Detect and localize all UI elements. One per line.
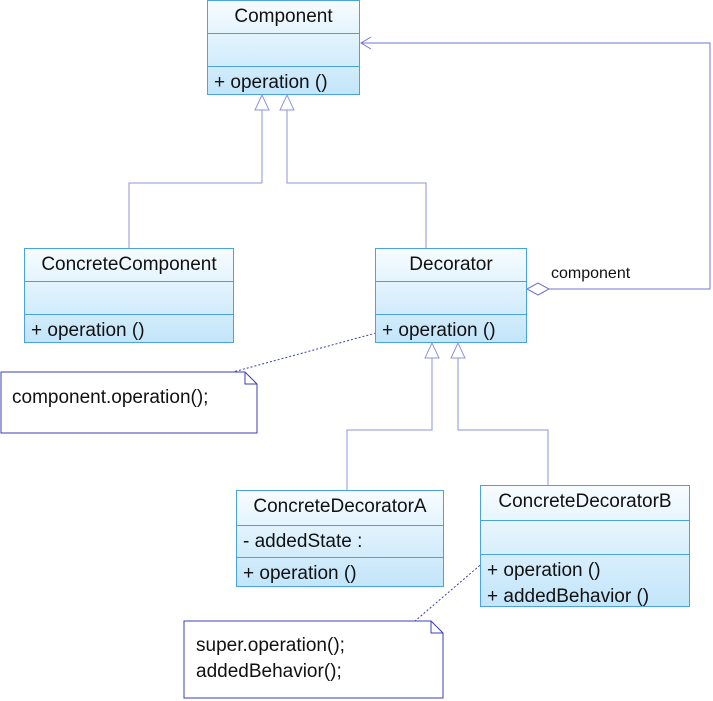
class-concrete-decorator-b[interactable]: ConcreteDecoratorB + operation () + adde… (480, 485, 690, 607)
operation-row: + operation () (382, 320, 496, 341)
attribute-row: - addedState : (243, 531, 363, 552)
operation-row: + operation () (31, 320, 145, 341)
class-concrete-decorator-a-operations: + operation () (237, 557, 443, 591)
aggregation-open-arrowhead (360, 36, 372, 50)
note-fold-decoratorb (430, 621, 443, 634)
class-concrete-component-attributes (25, 281, 233, 314)
generalization-decoratorb-to-decorator (457, 358, 549, 485)
note-decorator-b: super.operation(); addedBehavior(); (184, 633, 357, 685)
class-concrete-decorator-a[interactable]: ConcreteDecoratorA - addedState : + oper… (236, 490, 444, 587)
class-decorator[interactable]: Decorator + operation () (375, 248, 527, 343)
class-concrete-component[interactable]: ConcreteComponent + operation () (24, 248, 234, 343)
operation-row: + addedBehavior () (487, 586, 650, 607)
class-component-attributes (208, 33, 359, 66)
aggregation-role-label: component (551, 265, 631, 282)
note-decorator: component.operation(); (0, 385, 220, 411)
note-line: super.operation(); (196, 635, 345, 656)
generalization-decoratora-to-decorator (346, 358, 433, 490)
note-line: component.operation(); (12, 387, 209, 408)
class-concrete-decorator-a-name: ConcreteDecoratorA (253, 496, 427, 517)
generalization-decorator-to-component (286, 110, 427, 248)
class-component-operations: + operation () (208, 66, 359, 100)
class-concrete-component-operations: + operation () (25, 314, 233, 348)
class-concrete-decorator-b-operations: + operation () + addedBehavior () (481, 554, 689, 612)
generalization-concretecomponent-to-component (128, 110, 263, 248)
operation-row: + operation () (487, 560, 601, 581)
class-component-name: Component (234, 6, 333, 27)
class-decorator-attributes (376, 281, 526, 314)
operation-row: + operation () (243, 563, 357, 584)
note-fold-decorator (244, 372, 257, 385)
class-component[interactable]: Component + operation () (207, 0, 360, 95)
note-line: addedBehavior(); (196, 661, 342, 682)
class-concrete-decorator-b-name: ConcreteDecoratorB (498, 491, 672, 512)
class-decorator-operations: + operation () (376, 314, 526, 348)
class-concrete-decorator-a-attributes: - addedState : (237, 525, 443, 557)
note-link-decorator (232, 332, 377, 373)
class-concrete-decorator-b-attributes (481, 520, 689, 554)
operation-row: + operation () (214, 72, 328, 93)
class-concrete-component-name: ConcreteComponent (41, 254, 217, 275)
class-decorator-name: Decorator (409, 254, 493, 275)
aggregation-diamond (525, 282, 551, 296)
